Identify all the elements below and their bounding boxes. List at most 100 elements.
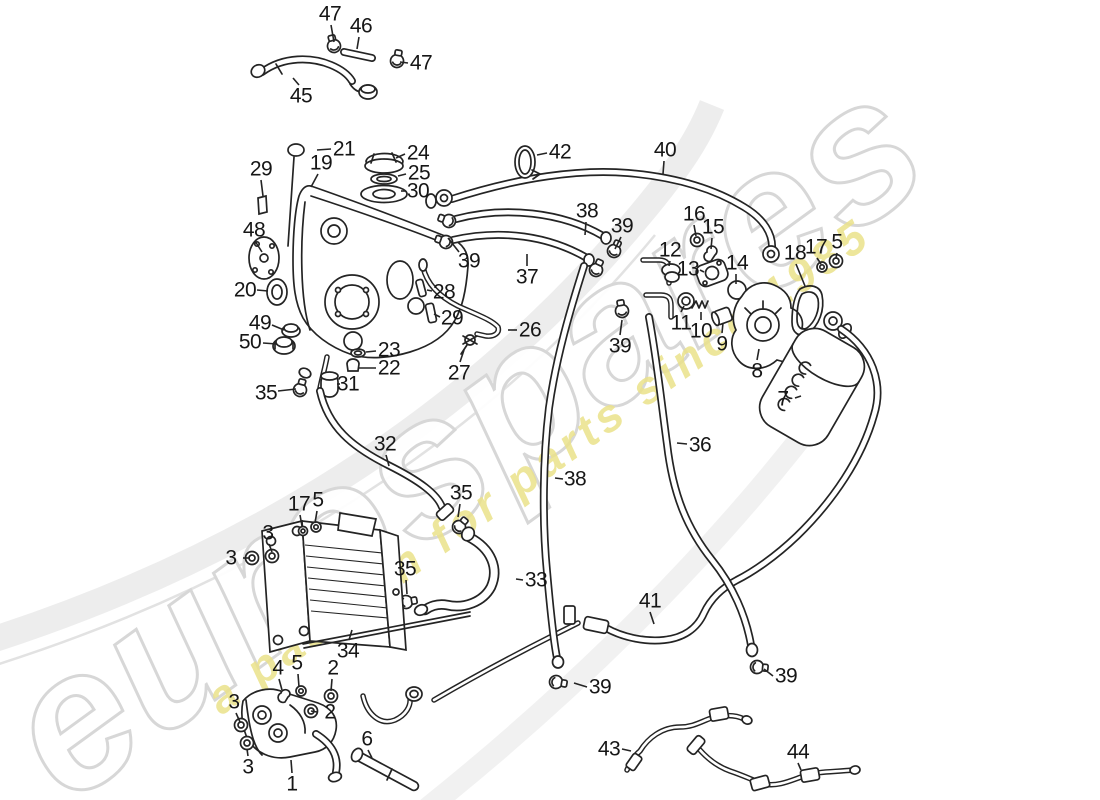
leader-line-4 [278,678,283,691]
leader-line-8 [756,348,760,361]
swoosh-edge [0,234,656,665]
hose-44 [686,734,861,792]
clip-28 [415,278,427,298]
leader-line-3 [235,712,241,723]
leader-line-29 [433,313,441,318]
long-hose-40 [425,168,780,263]
leader-line-47 [399,61,409,64]
sleeve-31 [320,371,339,398]
leader-line-39 [447,237,460,253]
hose-38-upper [452,208,612,245]
seal-25 [370,173,398,185]
leader-line-32 [385,454,390,467]
leader-line-41 [649,611,655,625]
leader-line-39 [763,668,774,677]
piston-9 [710,306,733,327]
leader-line-20 [256,289,269,292]
supply-hose-45 [250,55,378,100]
leader-line-2 [330,678,333,692]
leader-line-13 [699,269,705,273]
leader-line-49 [271,324,285,331]
drain-valve-27 [460,334,478,355]
leader-line-15 [710,237,713,250]
pressure-hose-41 [360,325,882,725]
gasket-20 [266,278,288,306]
hose-36 [645,313,759,658]
leader-line-16 [693,224,697,237]
leader-line-25 [397,173,407,177]
filler-cap-24 [364,152,404,174]
leader-line-36 [676,442,688,445]
leader-line-39 [573,682,588,688]
leader-line-9 [721,322,724,334]
leader-line-12 [668,260,671,267]
leader-line-7 [794,395,802,399]
leader-line-35 [405,579,408,595]
leader-line-35 [277,388,297,392]
leader-line-3 [246,748,249,757]
leader-line-11 [680,305,685,313]
leader-line-33 [515,578,524,581]
pin-29-top [257,194,268,216]
cap-49 [281,323,301,338]
nut-50 [272,336,296,355]
hose-tip-35 [298,367,312,379]
leader-line-23 [365,350,377,353]
swoosh-band-2 [420,393,839,800]
leader-line-5 [314,510,318,524]
leader-line-28 [426,289,433,292]
leader-line-17 [816,257,822,265]
cover-plate-48 [248,236,280,280]
leader-line-34 [348,629,353,641]
flange-13 [695,258,729,288]
connector-tube-46 [340,48,376,62]
leader-line-45 [292,77,300,86]
ring-11 [677,292,695,310]
swoosh-band [0,100,725,651]
spring-10 [691,300,709,309]
leader-line-35 [457,503,461,518]
leader-line-43 [621,748,632,752]
leader-line-42 [536,152,548,156]
oil-pump-1 [233,685,343,783]
leader-line-3 [268,543,273,553]
leader-line-18 [795,263,806,287]
clip-15 [703,245,718,263]
leader-line-1 [290,759,293,774]
pin-29-mid [424,302,438,324]
leader-line-2 [310,710,318,713]
leader-line-47 [330,24,335,43]
bracket-42 [514,145,541,180]
leader-line-5 [297,673,300,688]
leader-line-29 [260,179,264,197]
leader-line-6 [367,749,373,759]
fitting-12 [661,263,681,283]
leader-line-27 [459,349,465,363]
oil-cooler-34 [244,512,471,654]
leader-line-44 [797,762,802,771]
tube-6 [350,747,420,792]
leader-line-38 [554,477,564,480]
leader-line-5 [835,252,838,259]
leader-line-50 [262,342,278,345]
gasket-30 [360,184,408,204]
hose-37-lower [449,230,595,267]
leader-line-24 [395,153,406,159]
leader-line-17 [299,514,303,527]
hose-33 [413,526,500,617]
leader-line-39 [614,236,622,250]
leader-line-40 [662,160,665,175]
leader-line-46 [356,36,360,50]
seal-23 [350,348,366,358]
hose-43 [624,706,753,773]
leader-line-48 [254,240,263,253]
vent-pipe-26 [418,258,502,339]
leader-line-19 [310,173,319,188]
leader-line-21 [316,148,332,151]
hose-38-long [539,262,588,669]
leader-line-39 [619,319,623,336]
